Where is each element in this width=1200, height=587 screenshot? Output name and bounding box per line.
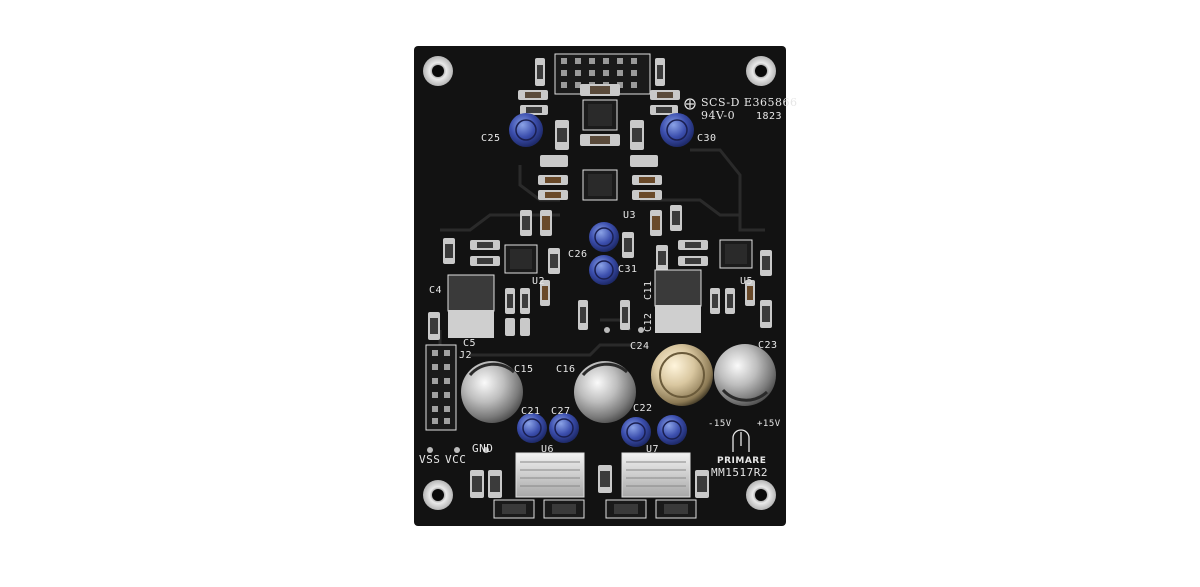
label-u2: U2 (532, 276, 546, 287)
copper-traces (438, 148, 765, 360)
label-u6: U6 (541, 444, 555, 455)
cert-line-2: 94V-0 (701, 109, 736, 122)
smd-components (427, 58, 772, 453)
certification-logo (684, 98, 696, 110)
cert-mark: 1823 (756, 111, 783, 122)
label-c15: C15 (514, 364, 534, 375)
label-c11: C11 (643, 280, 654, 300)
brand-name: PRIMARE (717, 456, 767, 466)
primare-logo (732, 429, 750, 452)
j2-connector (425, 344, 457, 431)
model-number: MM1517R2 (711, 466, 768, 479)
label-u7: U7 (646, 444, 660, 455)
bottom-diodes (493, 499, 697, 519)
label-c5: C5 (463, 338, 477, 349)
voltage-regulators (470, 452, 709, 498)
label-c31: C31 (618, 264, 638, 275)
label-c27: C27 (551, 406, 571, 417)
label-plus15v: +15V (757, 419, 781, 429)
label-c23: C23 (758, 340, 778, 351)
cert-line-1: SCS-D E365866 (701, 96, 798, 109)
label-c16: C16 (556, 364, 576, 375)
label-vcc: VCC (445, 453, 467, 466)
mounting-holes (423, 56, 776, 510)
label-j2: J2 (459, 350, 473, 361)
label-gnd: GND (472, 442, 494, 455)
label-c30: C30 (697, 133, 717, 144)
label-c12: C12 (643, 312, 654, 332)
label-c24: C24 (630, 341, 650, 352)
label-u5: U5 (740, 276, 754, 287)
label-vss: VSS (419, 453, 441, 466)
small-electrolytic-capacitors (509, 113, 694, 447)
label-c26: C26 (568, 249, 588, 260)
large-electrolytic-capacitors (461, 344, 776, 423)
label-c25: C25 (481, 133, 501, 144)
label-minus15v: -15V (708, 419, 732, 429)
label-u3: U3 (623, 210, 637, 221)
label-c22: C22 (633, 403, 653, 414)
label-c4: C4 (429, 285, 443, 296)
label-c21: C21 (521, 406, 541, 417)
